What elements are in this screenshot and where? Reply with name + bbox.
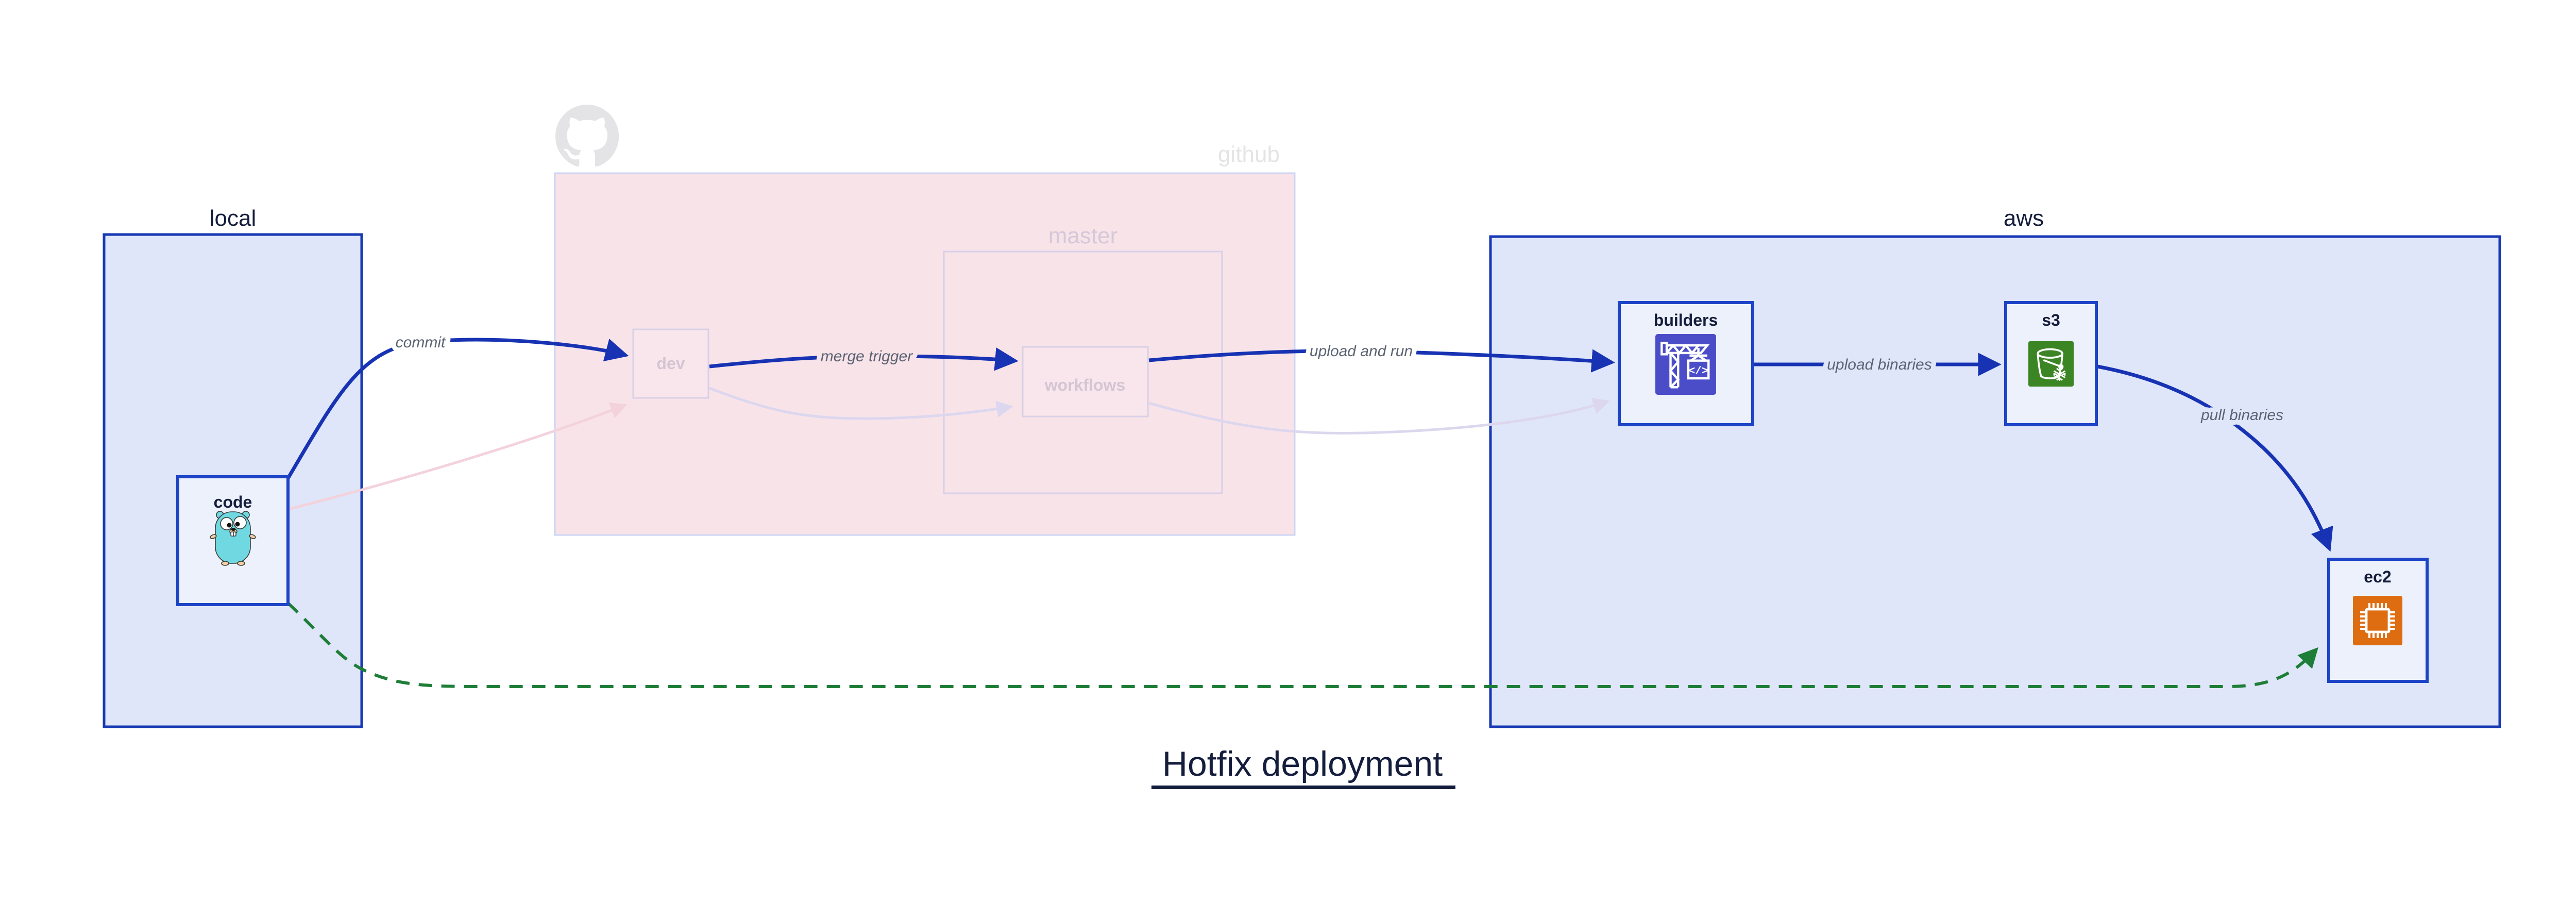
builders-node-label: builders bbox=[1654, 311, 1718, 329]
faded-upload-arrow bbox=[1148, 397, 1610, 435]
workflows-node-label: workflows bbox=[1044, 376, 1125, 394]
workflows-node-box bbox=[1022, 346, 1149, 417]
github-octocat-icon bbox=[555, 105, 619, 167]
title-underline bbox=[1151, 786, 1455, 789]
upload-and-run-arrow bbox=[1148, 349, 1615, 373]
ec2-node-label: ec2 bbox=[2364, 567, 2391, 586]
dev-node-box bbox=[632, 328, 709, 399]
dev-node-label: dev bbox=[656, 354, 685, 373]
go-gopher-icon bbox=[210, 511, 256, 566]
github-region-label: github bbox=[1218, 142, 1280, 167]
hotfix-dashed-arrow bbox=[286, 602, 2318, 688]
diagram-title: Hotfix deployment bbox=[1162, 744, 1443, 783]
commit-arrow bbox=[286, 338, 629, 479]
faded-commit-arrow bbox=[288, 402, 628, 511]
pull-binaries-arrow bbox=[2097, 364, 2333, 552]
merge-trigger-arrow bbox=[709, 347, 1019, 371]
commit-edge-label: commit bbox=[396, 334, 446, 351]
master-region bbox=[943, 250, 1223, 494]
aws-region-label: aws bbox=[2004, 206, 2044, 231]
upload-and-run-edge-label: upload and run bbox=[1310, 343, 1413, 360]
pull-binaries-edge-label: pull binaries bbox=[2200, 407, 2283, 424]
s3-bucket-icon bbox=[2028, 341, 2074, 387]
code-node-label: code bbox=[214, 493, 252, 511]
ec2-chip-icon bbox=[2353, 596, 2402, 645]
code-brackets-glyph: </> bbox=[1689, 365, 1708, 377]
s3-node-label: s3 bbox=[2042, 311, 2060, 329]
local-region-label: local bbox=[210, 206, 257, 231]
merge-trigger-edge-label: merge trigger bbox=[821, 348, 913, 365]
master-region-label: master bbox=[1048, 223, 1117, 248]
upload-binaries-edge-label: upload binaries bbox=[1827, 356, 1931, 373]
faded-merge-arrow bbox=[709, 387, 1013, 420]
codebuild-crane-icon: </> bbox=[1655, 334, 1716, 395]
